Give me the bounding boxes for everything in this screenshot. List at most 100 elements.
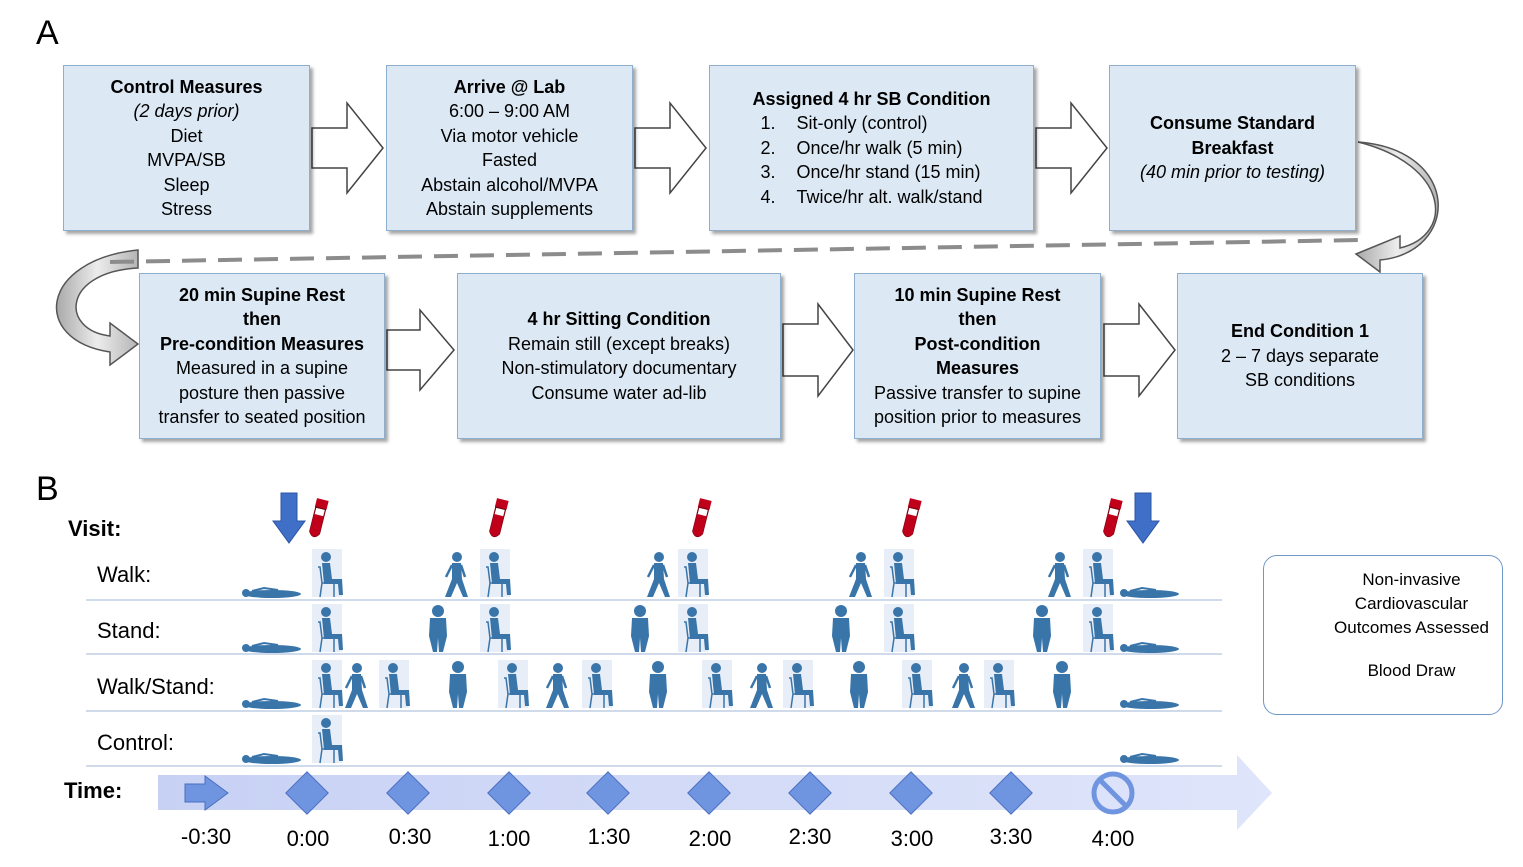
blood-tube-icon — [489, 498, 509, 538]
box-title: Arrive @ Lab — [453, 76, 566, 97]
walking-person-icon — [545, 663, 569, 708]
panel-a-label: A — [36, 14, 59, 52]
row-label-control: Control: — [97, 730, 175, 755]
supine-person-icon — [242, 752, 301, 764]
blood-tube-icon — [309, 498, 329, 538]
box-line: Consume water ad-lib — [531, 382, 707, 403]
supine-person-icon — [1120, 641, 1179, 653]
box-title: Consume Standard — [1149, 113, 1316, 134]
timeline-diamond — [687, 771, 731, 815]
standing-person-icon — [1053, 661, 1071, 708]
flow-arrow — [311, 100, 1176, 399]
blood-tube-icon — [902, 498, 922, 538]
box-title: 10 min Supine Rest — [894, 284, 1061, 305]
condition-item: 2.Once/hr walk (5 min) — [760, 137, 963, 158]
standing-person-icon — [649, 661, 667, 708]
time-tick: 0:30 — [388, 824, 432, 849]
standing-person-icon — [1033, 605, 1051, 652]
seated-person-icon — [498, 660, 529, 709]
walking-person-icon — [646, 552, 670, 597]
seated-person-icon — [480, 604, 511, 653]
standing-person-icon — [850, 661, 868, 708]
box-supine-20: 20 min Supine Rest then Pre-condition Me… — [139, 273, 385, 439]
box-arrive-lab: Arrive @ Lab 6:00 – 9:00 AM Via motor ve… — [386, 65, 633, 231]
seated-person-icon — [379, 660, 410, 709]
supine-person-icon — [242, 586, 301, 598]
timeline-diamond — [285, 771, 329, 815]
box-line: Abstain supplements — [425, 199, 594, 219]
timeline-diamond — [989, 771, 1033, 815]
box-line: Measured in a supine — [175, 358, 349, 378]
box-breakfast: Consume Standard Breakfast (40 min prior… — [1109, 65, 1356, 231]
box-line: Non-stimulatory documentary — [501, 358, 737, 378]
seated-person-icon — [312, 549, 343, 598]
standing-person-icon — [832, 605, 850, 652]
condition-item: 1.Sit-only (control) — [760, 113, 928, 134]
time-tick: 1:30 — [587, 824, 631, 849]
standing-person-icon — [449, 661, 467, 708]
standing-person-icon — [429, 605, 447, 652]
box-title: End Condition 1 — [1231, 321, 1369, 342]
walking-person-icon — [344, 663, 368, 708]
visit-label: Visit: — [68, 516, 122, 541]
seated-person-icon — [884, 549, 915, 598]
box-title: Control Measures — [110, 76, 263, 97]
time-tick: 3:30 — [989, 824, 1033, 849]
legend-label: Non-invasive — [1362, 570, 1461, 589]
time-tick: 1:00 — [487, 826, 531, 851]
timeline-end-symbol — [1091, 771, 1135, 815]
walking-person-icon — [749, 663, 773, 708]
walking-person-icon — [1047, 552, 1071, 597]
box-line: MVPA/SB — [147, 150, 226, 170]
box-line: Remain still (except breaks) — [507, 333, 731, 354]
timeline-diamond — [788, 771, 832, 815]
dashed-connector — [109, 238, 1361, 264]
assessment-arrow-icon — [272, 492, 306, 544]
supine-person-icon — [1120, 697, 1179, 709]
seated-person-icon — [582, 660, 613, 709]
timeline-diamond — [487, 771, 531, 815]
seated-person-icon — [312, 715, 343, 764]
timeline-diamond — [586, 771, 630, 815]
supine-person-icon — [242, 697, 301, 709]
condition-item: 4.Twice/hr alt. walk/stand — [760, 186, 983, 207]
seated-person-icon — [884, 604, 915, 653]
box-line: SB conditions — [1244, 370, 1356, 391]
curved-arrow-left — [55, 249, 140, 367]
box-line: Sleep — [163, 174, 210, 195]
box-sitting-condition: 4 hr Sitting Condition Remain still (exc… — [457, 273, 781, 439]
box-line: Via motor vehicle — [440, 125, 579, 146]
box-end-condition: End Condition 1 2 – 7 days separate SB c… — [1177, 273, 1423, 439]
legend-label: Outcomes Assessed — [1334, 618, 1489, 637]
legend-label: Blood Draw — [1367, 661, 1456, 680]
box-line: 2 – 7 days separate — [1220, 345, 1380, 366]
condition-list: 1.Sit-only (control) 2.Once/hr walk (5 m… — [760, 111, 982, 209]
timeline-diamond — [889, 771, 933, 815]
curved-arrow-right — [1354, 141, 1439, 274]
box-line: position prior to measures — [873, 407, 1082, 427]
box-title: Pre-condition Measures — [159, 333, 365, 354]
time-tick: 3:00 — [890, 826, 934, 851]
seated-person-icon — [783, 660, 814, 709]
supine-person-icon — [242, 641, 301, 653]
seated-person-icon — [678, 549, 709, 598]
box-line: posture then passive — [178, 382, 346, 403]
box-subtitle: (40 min prior to testing) — [1139, 162, 1326, 183]
box-title: 20 min Supine Rest — [178, 284, 346, 305]
walking-person-icon — [951, 663, 975, 708]
box-control-measures: Control Measures (2 days prior) Diet MVP… — [63, 65, 310, 231]
seated-person-icon — [480, 549, 511, 598]
box-line: transfer to seated position — [158, 407, 366, 427]
row-label-walk-stand: Walk/Stand: — [97, 674, 215, 699]
walking-person-icon — [444, 552, 468, 597]
time-tick: -0:30 — [180, 824, 232, 849]
seated-person-icon — [312, 660, 343, 709]
seated-person-icon — [312, 604, 343, 653]
box-title: 4 hr Sitting Condition — [527, 309, 711, 329]
box-line: Fasted — [481, 150, 538, 170]
box-line: Abstain alcohol/MVPA — [421, 174, 598, 195]
timeline-start-arrow — [184, 775, 229, 811]
box-title: Breakfast — [1191, 137, 1274, 158]
blood-tube-icon — [1103, 498, 1123, 538]
seated-person-icon — [702, 660, 733, 709]
